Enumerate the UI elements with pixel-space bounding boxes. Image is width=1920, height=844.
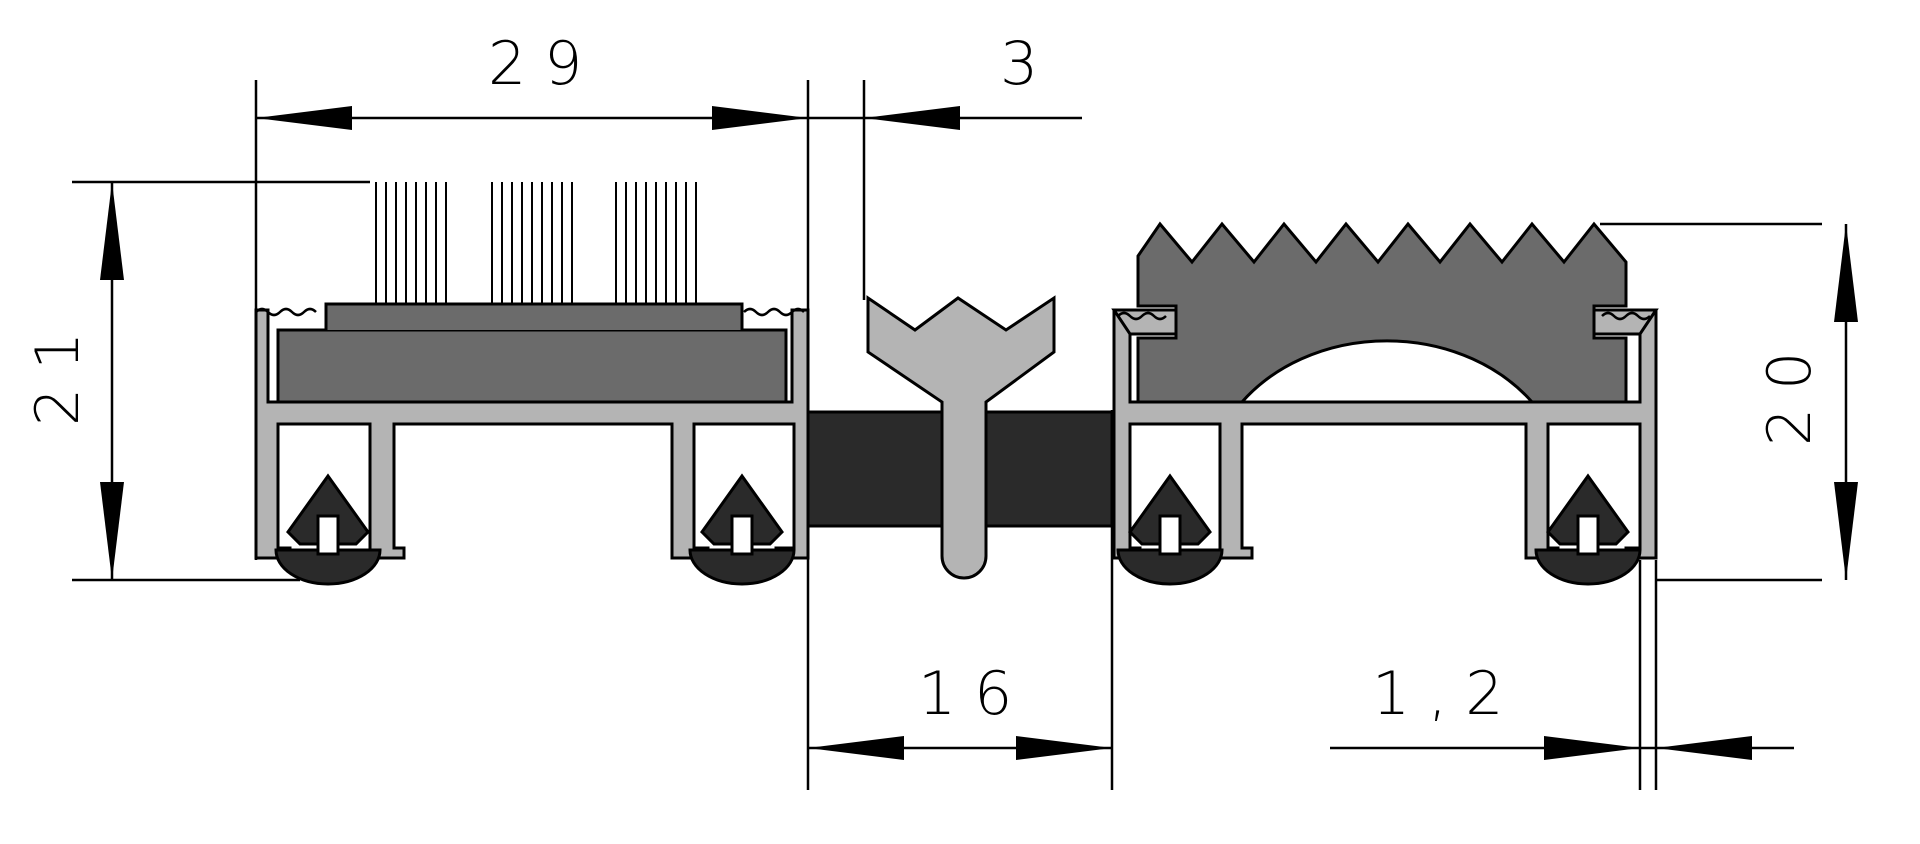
left-foot-1 <box>274 473 382 586</box>
left-wavy-top-left <box>255 307 317 317</box>
right-clip-right <box>1592 308 1659 336</box>
dimension-wall-thickness: 1,2 <box>1372 659 1521 729</box>
left-foot-2 <box>688 473 796 586</box>
right-wavy-left <box>1117 311 1167 321</box>
dimension-arrowheads <box>100 106 1858 760</box>
dimension-left-height: 21 <box>23 314 93 426</box>
left-insert-top-step <box>324 302 744 330</box>
dimension-top-width: 29 <box>488 29 600 99</box>
right-profile <box>1111 221 1659 586</box>
brush-bristles <box>375 182 697 304</box>
dimension-joint-width: 16 <box>918 659 1030 729</box>
dimension-right-height: 20 <box>1755 334 1825 446</box>
left-wavy-top-right <box>743 307 805 317</box>
left-brush-insert <box>276 328 788 404</box>
right-wavy-right <box>1601 311 1651 321</box>
right-foot-1 <box>1116 473 1224 586</box>
right-scraper-insert <box>1136 221 1628 404</box>
y-seal <box>866 295 1056 580</box>
right-foot-2 <box>1534 473 1642 586</box>
dimension-gap-width: 3 <box>1000 29 1056 99</box>
left-profile <box>254 182 810 586</box>
